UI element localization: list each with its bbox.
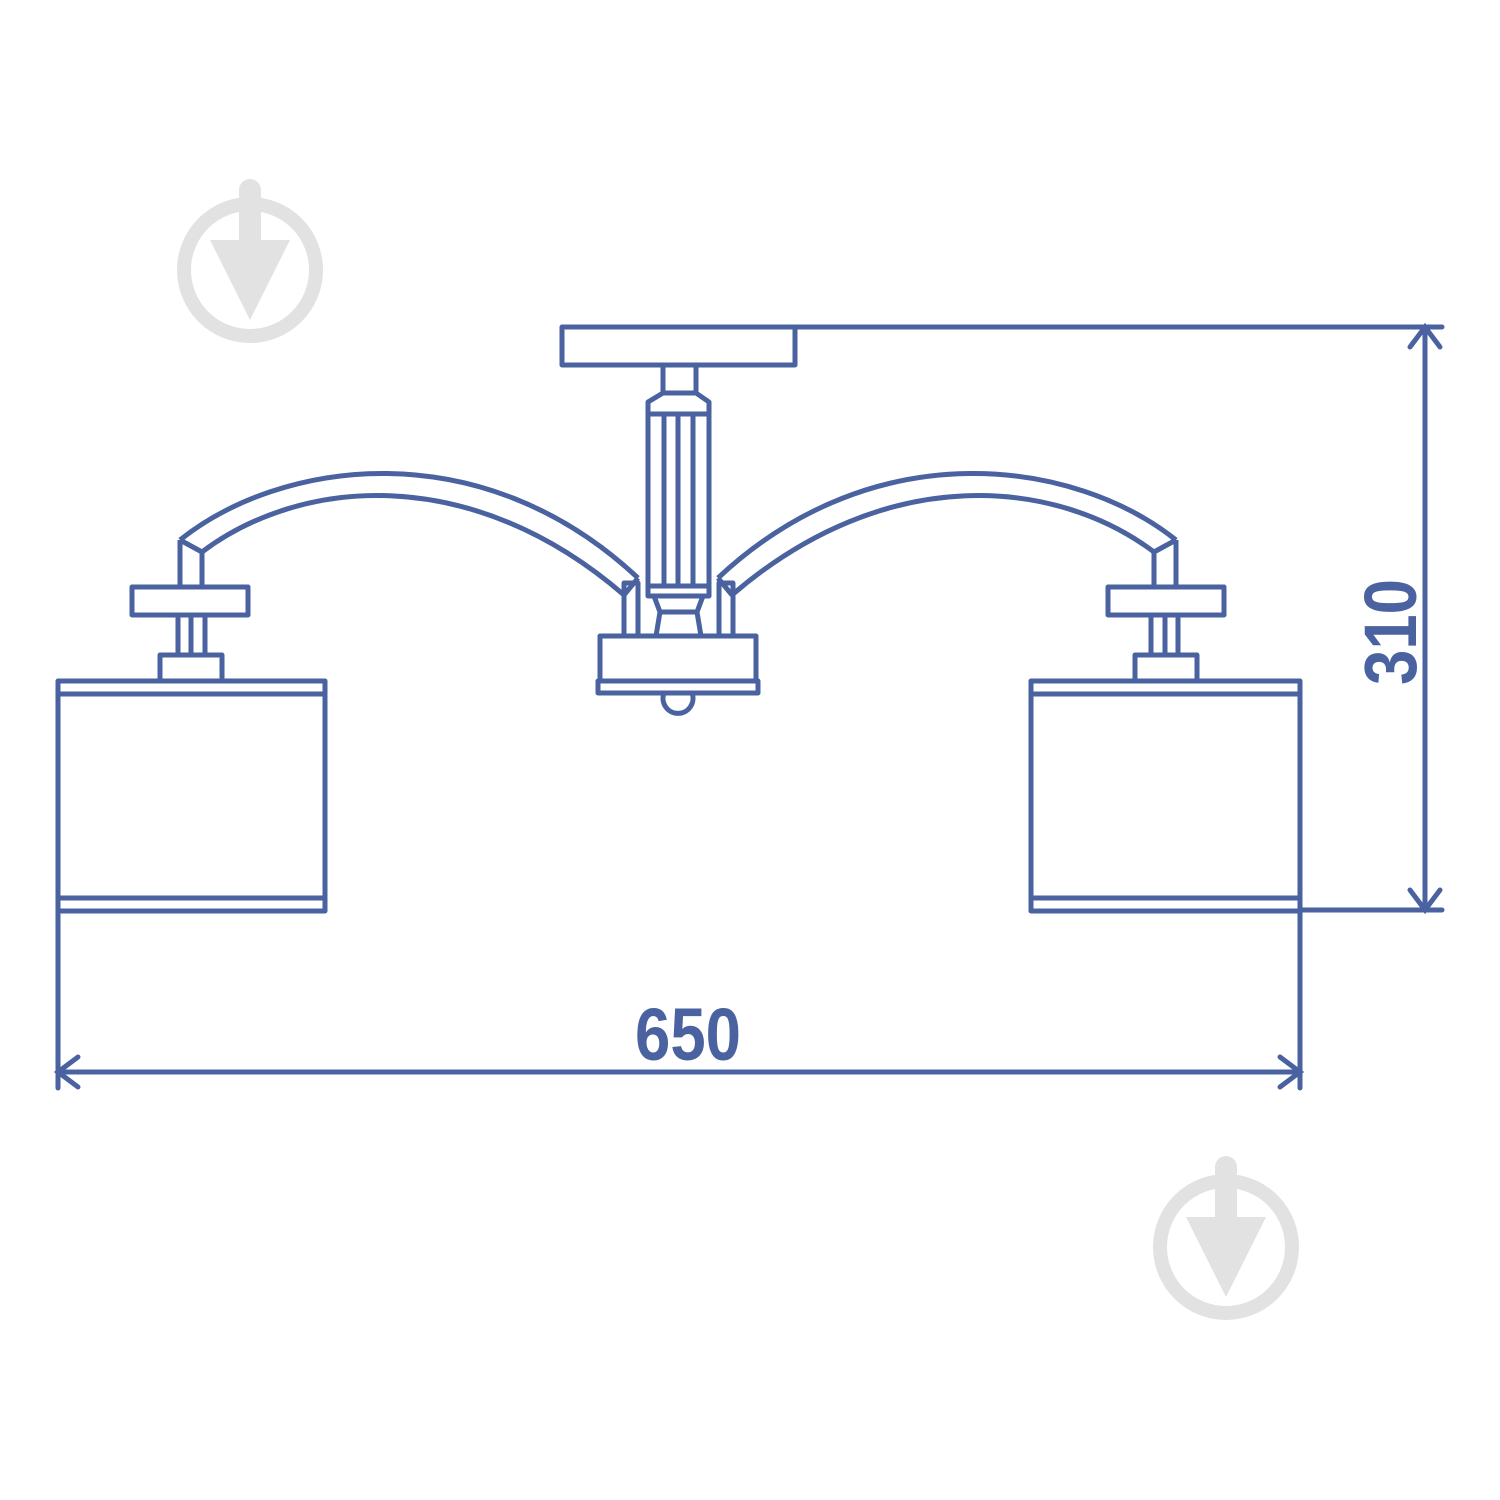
- left-arm: [177, 471, 640, 597]
- dimension-lines: [53, 322, 1445, 1091]
- width-dimension-label: 650: [635, 993, 741, 1076]
- pin-drop-icon: [177, 179, 323, 343]
- lamp-drawing: [55, 324, 1303, 914]
- width-dimension: [53, 908, 1305, 1091]
- central-hub: [595, 580, 761, 716]
- height-dimension-label: 310: [1349, 579, 1432, 685]
- pin-drop-icon: [1153, 1156, 1299, 1320]
- right-lamp-shade: [1028, 678, 1303, 914]
- watermark-logo-top-left: [177, 179, 323, 343]
- watermark-logo-bottom-right: [1153, 1156, 1299, 1320]
- arrow-right-icon: [1277, 1054, 1305, 1090]
- arrow-down-icon: [1407, 887, 1443, 915]
- ceiling-canopy: [559, 324, 798, 368]
- left-lamp-shade: [55, 678, 328, 914]
- central-rod: [645, 362, 712, 639]
- height-dimension: [792, 322, 1445, 915]
- arrow-left-icon: [53, 1054, 81, 1090]
- right-lamp-holder: [1105, 584, 1227, 684]
- arrow-up-icon: [1407, 322, 1443, 350]
- right-arm: [716, 471, 1179, 597]
- left-lamp-holder: [129, 584, 251, 684]
